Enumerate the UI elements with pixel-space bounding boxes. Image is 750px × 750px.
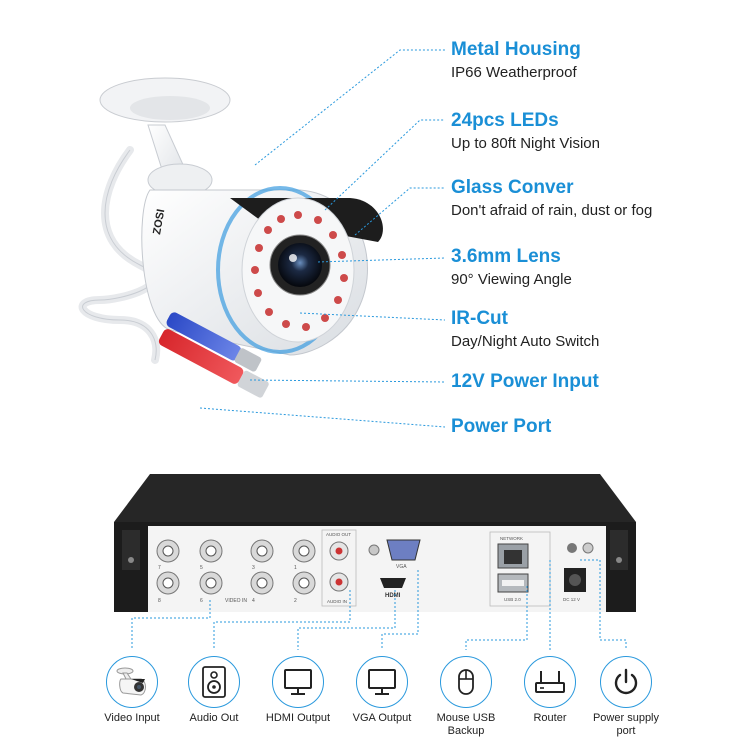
channel-number: 7 [158,565,161,571]
port-label-mouse-usb: Mouse USB Backup [421,712,511,738]
channel-number: 4 [252,598,255,604]
feature-title: 12V Power Input [451,371,599,392]
video-input-icon [106,656,158,708]
feature-desc: Day/Night Auto Switch [451,333,600,350]
port-label-line: Mouse USB [436,712,496,724]
port-label-line: Backup [447,725,485,737]
feature-glass-cover: Glass Conver Don't afraid of rain, dust … [451,177,652,220]
feature-title: 3.6mm Lens [451,246,561,267]
feature-desc: IP66 Weatherproof [451,64,577,81]
port-label-hdmi-output: HDMI Output [253,712,343,725]
port-label-line: Router [533,712,567,724]
feature-title: Power Port [451,416,552,437]
channel-number: 8 [158,598,161,604]
feature-desc: 90° Viewing Angle [451,271,572,288]
brand-text: ZOSI [151,208,167,235]
audio-out-label: AUDIO OUT [326,532,351,537]
audio-out-icon [188,656,240,708]
feature-power-port: Power Port [451,416,551,438]
mouse-icon [458,669,474,695]
feature-lens: 3.6mm Lens 90° Viewing Angle [451,246,572,289]
channel-number: 3 [252,565,255,571]
network-label: NETWORK [500,536,523,541]
hdmi-output-icon [272,656,324,708]
feature-ir-cut: IR-Cut Day/Night Auto Switch [451,308,599,351]
feature-title: IR-Cut [451,308,508,329]
port-label-line: Audio Out [189,712,239,724]
port-label-line: port [616,725,636,737]
vga-output-icon [356,656,408,708]
feature-title: Glass Conver [451,177,574,198]
port-label-audio-out: Audio Out [169,712,259,725]
feature-title: 24pcs LEDs [451,110,559,131]
router-icon [535,671,565,693]
router-port-icon [524,656,576,708]
video-in-label: VIDEO IN [225,598,247,604]
dvr-illustration: 7 5 3 1 8 6 4 2 VIDEO IN AUDIO OUT AUDIO… [114,474,636,612]
port-label-line: Video Input [104,712,160,724]
feature-title: Metal Housing [451,39,581,60]
hdmi-label: HDMI [385,593,401,599]
feature-metal-housing: Metal Housing IP66 Weatherproof [451,39,581,82]
mouse-usb-icon [440,656,492,708]
port-label-power-supply: Power supply port [581,712,671,738]
speaker-icon [202,666,226,698]
power-supply-icon [600,656,652,708]
channel-number: 6 [200,598,203,604]
port-label-line: VGA Output [352,712,412,724]
camera-illustration: ZOSI [78,77,383,398]
port-label-line: Power supply [592,712,660,724]
feature-power-input: 12V Power Input [451,371,599,393]
feature-leds: 24pcs LEDs Up to 80ft Night Vision [451,110,600,153]
camera-icon [116,667,146,696]
port-label-video-input: Video Input [87,712,177,725]
port-label-vga-output: VGA Output [337,712,427,725]
dc-label: DC 12 V [563,597,580,602]
power-icon [614,668,638,695]
monitor-icon [368,669,396,695]
audio-in-label: AUDIO IN [327,599,347,604]
monitor-icon [284,669,312,695]
feature-desc: Don't afraid of rain, dust or fog [451,202,653,219]
channel-number: 2 [294,598,297,604]
vga-label: VGA [396,564,407,570]
channel-number: 5 [200,565,203,571]
usb-label: USB 2.0 [504,597,521,602]
port-label-line: HDMI Output [265,712,331,724]
channel-number: 1 [294,565,297,571]
port-label-router: Router [505,712,595,725]
feature-desc: Up to 80ft Night Vision [451,135,600,152]
